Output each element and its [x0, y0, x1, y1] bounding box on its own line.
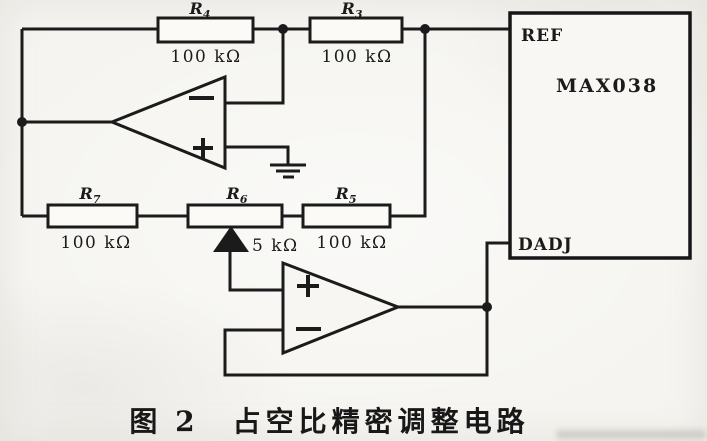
figure-caption: 图 2 占空比精密调整电路 [0, 399, 683, 441]
resistor-r7: R7 100 kΩ [46, 184, 139, 253]
ic-pin-ref-label: REF [521, 26, 563, 46]
resistor-r5-value: 100 kΩ [316, 233, 387, 253]
wire-wiper-opamp2-noninverting [228, 250, 283, 292]
wire-node-opamp1-inverting [225, 29, 285, 105]
figure-title: 占空比精密调整电路 [232, 405, 530, 438]
wire-opamp1-noninverting-ground [225, 145, 290, 164]
ic-max038-label: MAX038 [556, 75, 658, 97]
opamp2-triangle [281, 260, 403, 356]
figure-number: 图 2 [129, 405, 199, 438]
resistor-r7-body [46, 203, 139, 229]
scan-smudge-artifact [556, 430, 706, 439]
ground-icon [270, 163, 306, 179]
resistor-r5: R5 100 kΩ [301, 184, 392, 253]
resistor-r4-value: 100 kΩ [170, 47, 241, 67]
potentiometer-r6: R6 5 kΩ [186, 184, 299, 256]
ic-max038-body [508, 11, 692, 260]
resistor-r3-body [308, 16, 404, 44]
resistor-r3-label: R3 [341, 0, 363, 21]
resistor-r3-value: 100 kΩ [321, 47, 392, 67]
opamp2 [281, 260, 403, 356]
opamp2-noninverting-plus-icon [297, 275, 319, 297]
opamp1-noninverting-plus-icon [193, 138, 213, 158]
potentiometer-r6-value: 5 kΩ [252, 236, 299, 256]
wiper-arrow-icon [213, 226, 249, 252]
resistor-r7-value: 100 kΩ [60, 233, 131, 253]
ic-max038: REF MAX038 DADJ [508, 11, 692, 260]
wire-r5-topnode [390, 29, 427, 218]
potentiometer-r6-body [186, 203, 284, 229]
resistor-r4-body [156, 16, 255, 44]
resistor-r4-label: R4 [189, 0, 211, 21]
junction-dot [278, 24, 288, 34]
opamp1 [107, 74, 227, 171]
junction-dot [420, 24, 430, 34]
ic-pin-dadj-label: DADJ [518, 235, 573, 255]
resistor-r5-label: R5 [335, 184, 357, 206]
wire-feedback-dadj [223, 241, 510, 377]
resistor-r5-body [301, 203, 392, 229]
resistor-r7-label: R7 [79, 184, 101, 206]
opamp1-triangle [107, 74, 227, 171]
resistor-r4: R4 100 kΩ [156, 0, 255, 67]
junction-dot [482, 302, 492, 312]
duty-cycle-adjust-circuit-diagram: R4 100 kΩ R3 100 kΩ R7 100 kΩ R6 5 kΩ R5… [17, 0, 692, 377]
junction-dots [17, 24, 492, 312]
resistor-r3: R3 100 kΩ [308, 0, 404, 67]
junction-dot [17, 117, 27, 127]
potentiometer-r6-label: R6 [226, 184, 248, 206]
